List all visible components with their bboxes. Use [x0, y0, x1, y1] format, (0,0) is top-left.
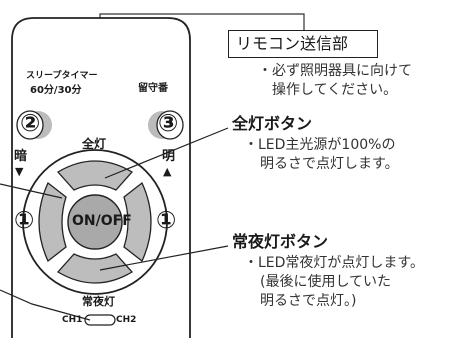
joyato-label: 常夜灯	[82, 295, 115, 308]
joyato-callout-title: 常夜灯ボタン	[232, 232, 329, 251]
sleep-timer-label: スリープタイマー	[26, 71, 98, 81]
onoff-label: ON/OFF	[72, 213, 132, 229]
transmitter-callout-box	[228, 30, 378, 58]
joyato-desc-line2: (最後に使用していた	[260, 274, 392, 290]
zentou-button[interactable]	[56, 160, 134, 191]
joyato-desc-line3: 明るさで点灯。)	[260, 293, 357, 309]
transmitter-desc-line2: 操作してください。	[272, 82, 398, 98]
dark-label: 暗	[14, 149, 28, 164]
dim-leader-line	[0, 183, 63, 199]
zentou-label: 全灯	[82, 137, 107, 151]
transmitter-desc-line1: ・必ず照明器具に向けて	[258, 63, 412, 79]
bright-label: 明	[162, 149, 176, 164]
onoff-button[interactable]	[67, 194, 123, 250]
bright-arrow-icon: ▲	[163, 165, 172, 178]
ch1-label: CH1	[62, 315, 83, 325]
dark-arrow-icon: ▼	[15, 165, 24, 178]
zentou-desc-line2: 明るさで点灯します。	[260, 156, 399, 172]
sleep-timer-button[interactable]	[16, 110, 52, 140]
dim-button[interactable]	[38, 181, 67, 263]
zentou-callout-title: 全灯ボタン	[232, 114, 313, 133]
zentou-desc-line1: ・LED主光源が100%の	[244, 137, 396, 153]
brighten-button[interactable]	[123, 181, 152, 263]
rusuban-label: 留守番	[138, 83, 168, 94]
channel-leader-line	[0, 289, 91, 321]
rusuban-button[interactable]	[148, 110, 184, 140]
channel-switch[interactable]	[84, 314, 116, 326]
center-control-pad	[22, 149, 168, 295]
zentou-leader-line	[104, 127, 229, 179]
left-channel-number: ①	[14, 206, 35, 234]
right-channel-number: ①	[156, 206, 177, 234]
sleep-timer-duration-label: 60分/30分	[30, 85, 82, 96]
rusuban-button-number: ③	[158, 109, 179, 137]
ch2-label: CH2	[116, 315, 137, 325]
transmitter-title: リモコン送信部	[236, 34, 349, 53]
joyato-desc-line1: ・LED常夜灯が点灯します。	[244, 255, 425, 271]
joyato-leader-line	[99, 245, 229, 271]
joyato-button[interactable]	[56, 253, 134, 284]
sleep-button-number: ②	[20, 109, 41, 137]
